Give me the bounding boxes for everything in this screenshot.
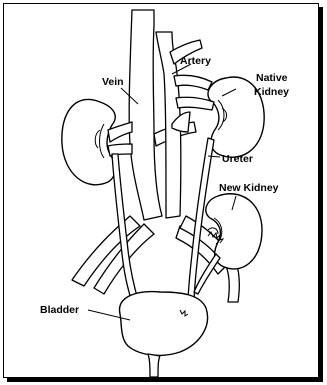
label-native-kidney-line1: Native [256, 72, 288, 84]
label-native-kidney-line2: Kidney [254, 86, 289, 98]
left-native-kidney [62, 99, 115, 184]
bladder [120, 292, 208, 377]
left-iliac-vessels [72, 216, 154, 294]
kidney-transplant-diagram: Artery Vein Native Kidney Ureter New Kid… [4, 4, 318, 377]
label-ureter: Ureter [222, 153, 253, 165]
label-artery: Artery [180, 55, 211, 67]
label-bladder: Bladder [40, 304, 79, 316]
label-new-kidney: New Kidney [219, 182, 279, 194]
label-vein: Vein [102, 76, 124, 88]
diagram-frame: Artery Vein Native Kidney Ureter New Kid… [3, 3, 319, 378]
